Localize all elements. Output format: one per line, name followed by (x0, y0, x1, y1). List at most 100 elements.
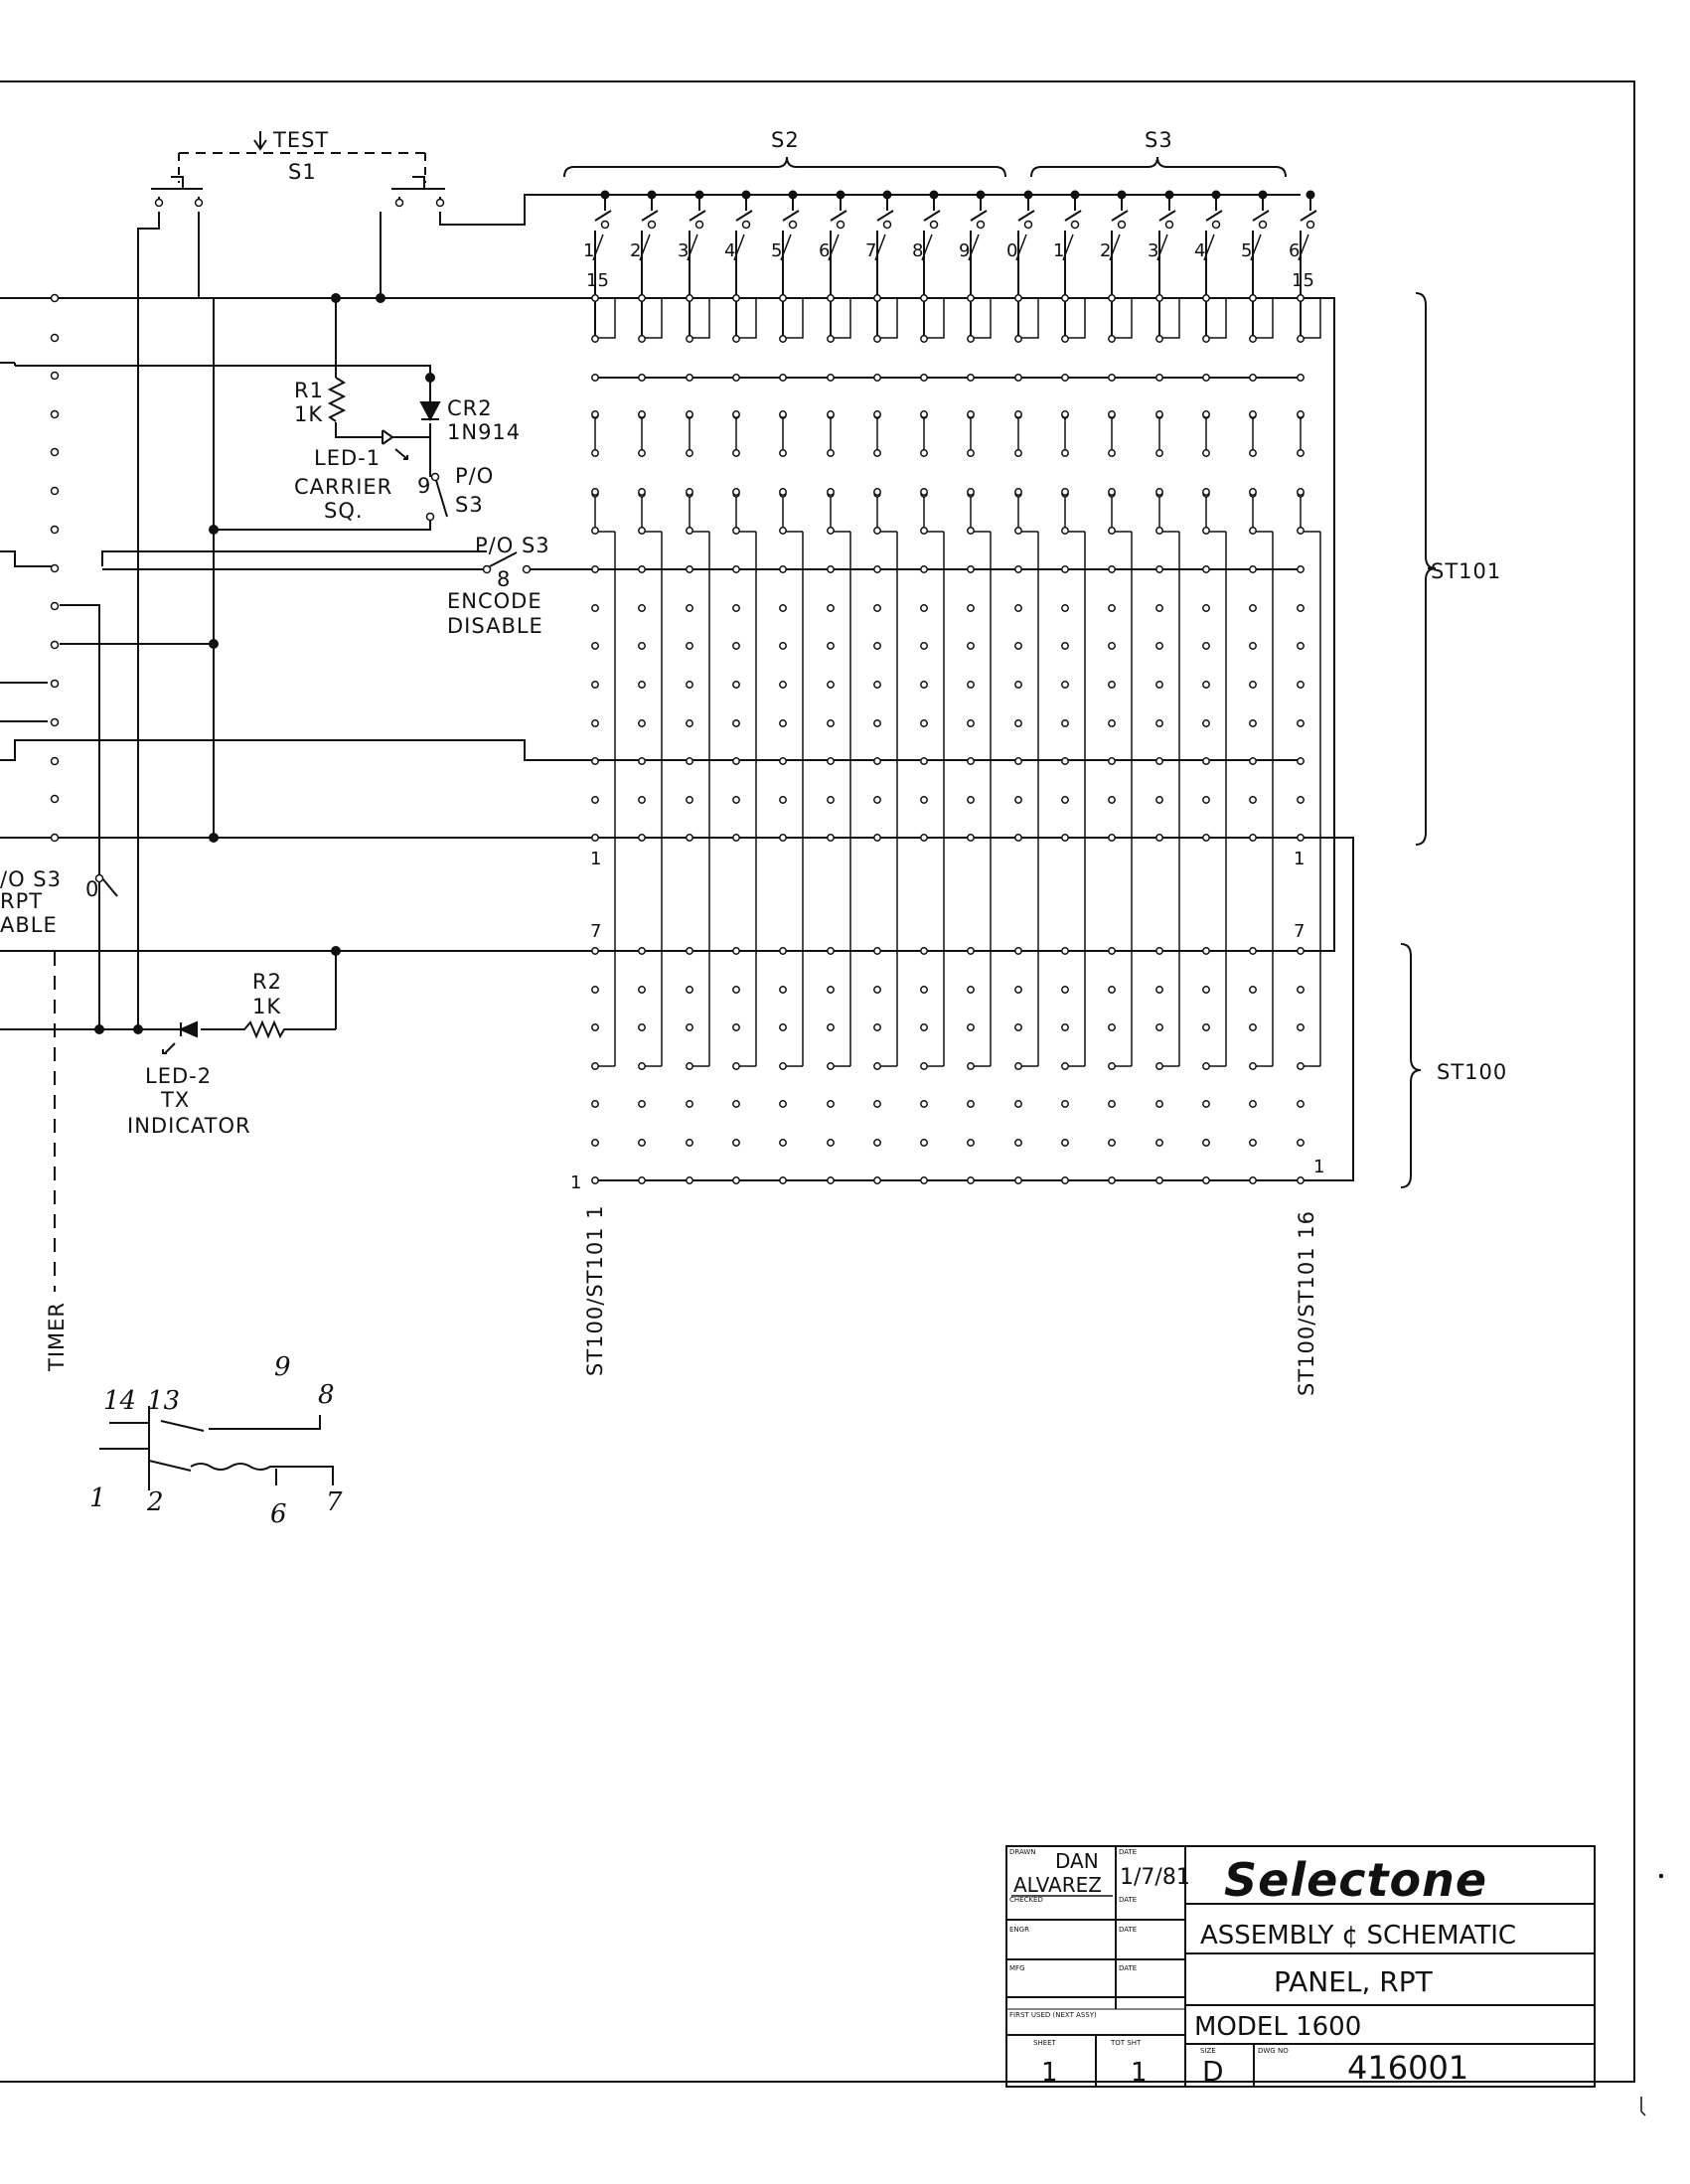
terminal (873, 834, 881, 842)
terminal (638, 604, 646, 612)
terminal (873, 947, 881, 955)
terminal (732, 1176, 740, 1184)
terminal (1297, 410, 1305, 418)
terminal (1297, 565, 1305, 573)
drawn-by-last: ALVAREZ (1013, 1873, 1102, 1897)
terminal (686, 986, 693, 994)
terminal (1014, 681, 1022, 689)
terminal (1061, 294, 1069, 302)
terminal (827, 1139, 835, 1147)
wire (736, 298, 757, 339)
wire (876, 210, 894, 222)
terminal (1202, 947, 1210, 955)
wire (970, 210, 988, 222)
terminal (1249, 1023, 1257, 1031)
terminal (920, 449, 928, 457)
drawn-caption: DRAWN (1009, 1848, 1036, 1856)
switch-contact (1070, 220, 1080, 230)
terminal (779, 294, 787, 302)
terminal (967, 294, 975, 302)
wire (1018, 298, 1039, 339)
switch-contact (1258, 220, 1268, 230)
date-caption-mfg: DATE (1119, 1964, 1137, 1972)
terminal (1297, 1062, 1305, 1070)
terminal (638, 1062, 646, 1070)
pin-7-left: 7 (590, 921, 601, 942)
terminal (591, 681, 599, 689)
terminal (873, 410, 881, 418)
terminal (1108, 681, 1116, 689)
terminal (1061, 834, 1069, 842)
terminal (732, 681, 740, 689)
terminal (1014, 410, 1022, 418)
junction-dots (94, 293, 435, 1034)
terminal (920, 294, 928, 302)
terminal (779, 834, 787, 842)
terminal (1202, 719, 1210, 727)
terminal (873, 796, 881, 804)
terminal (591, 834, 599, 842)
terminal (779, 1139, 787, 1147)
wire (1205, 210, 1223, 222)
terminal (1249, 1062, 1257, 1070)
terminal (1249, 834, 1257, 842)
switch-contact (1306, 220, 1315, 230)
wire (1109, 234, 1121, 261)
terminal (1108, 565, 1116, 573)
terminal (967, 604, 975, 612)
terminal (779, 986, 787, 994)
terminal (873, 527, 881, 535)
terminal (1202, 757, 1210, 765)
terminal (1297, 1100, 1305, 1108)
terminal (920, 947, 928, 955)
date-caption: DATE (1119, 1848, 1137, 1856)
terminal (1108, 410, 1116, 418)
r1-label: R1 (294, 379, 324, 402)
po-s3-9-line1: P/O (455, 464, 494, 488)
drawing-title-line1: ASSEMBLY ¢ SCHEMATIC (1200, 1921, 1516, 1950)
terminal (591, 1023, 599, 1031)
terminal (591, 1100, 599, 1108)
terminal (1202, 681, 1210, 689)
terminal (779, 1062, 787, 1070)
terminal (686, 294, 693, 302)
terminal (1249, 1176, 1257, 1184)
wire (1158, 210, 1176, 222)
terminal (1202, 796, 1210, 804)
terminal (827, 1176, 835, 1184)
terminal (1108, 719, 1116, 727)
switch-contact (882, 220, 892, 230)
st-right-vertical-label: ST100/ST101 16 (1295, 1210, 1318, 1396)
terminal (1108, 604, 1116, 612)
hand-number-9: 9 (274, 1352, 291, 1382)
terminal (920, 565, 928, 573)
terminal (1249, 642, 1257, 650)
terminal (827, 565, 835, 573)
terminal (1014, 1062, 1022, 1070)
switch-contact (836, 220, 845, 230)
terminal (967, 757, 975, 765)
terminal (591, 604, 599, 612)
terminal (1014, 1176, 1022, 1184)
terminal (873, 681, 881, 689)
terminal (1014, 488, 1022, 496)
terminal (1297, 1176, 1305, 1184)
terminal (591, 294, 599, 302)
terminal (1297, 834, 1305, 842)
terminal (638, 565, 646, 573)
terminal (967, 1139, 975, 1147)
terminal (1249, 986, 1257, 994)
switch-contact (1023, 220, 1033, 230)
terminal (967, 986, 975, 994)
title-block: DRAWN DAN ALVAREZ DATE 1/7/81 CHECKED DA… (1005, 1845, 1596, 2088)
terminal (686, 374, 693, 382)
terminal (873, 1062, 881, 1070)
terminal (1297, 294, 1305, 302)
wire (971, 298, 992, 339)
switch-position-label: 5 (771, 240, 782, 261)
terminal (1061, 1100, 1069, 1108)
size-value: D (1202, 2055, 1224, 2088)
terminal (1155, 642, 1163, 650)
switch-braces (563, 156, 1437, 1188)
terminal (732, 947, 740, 955)
